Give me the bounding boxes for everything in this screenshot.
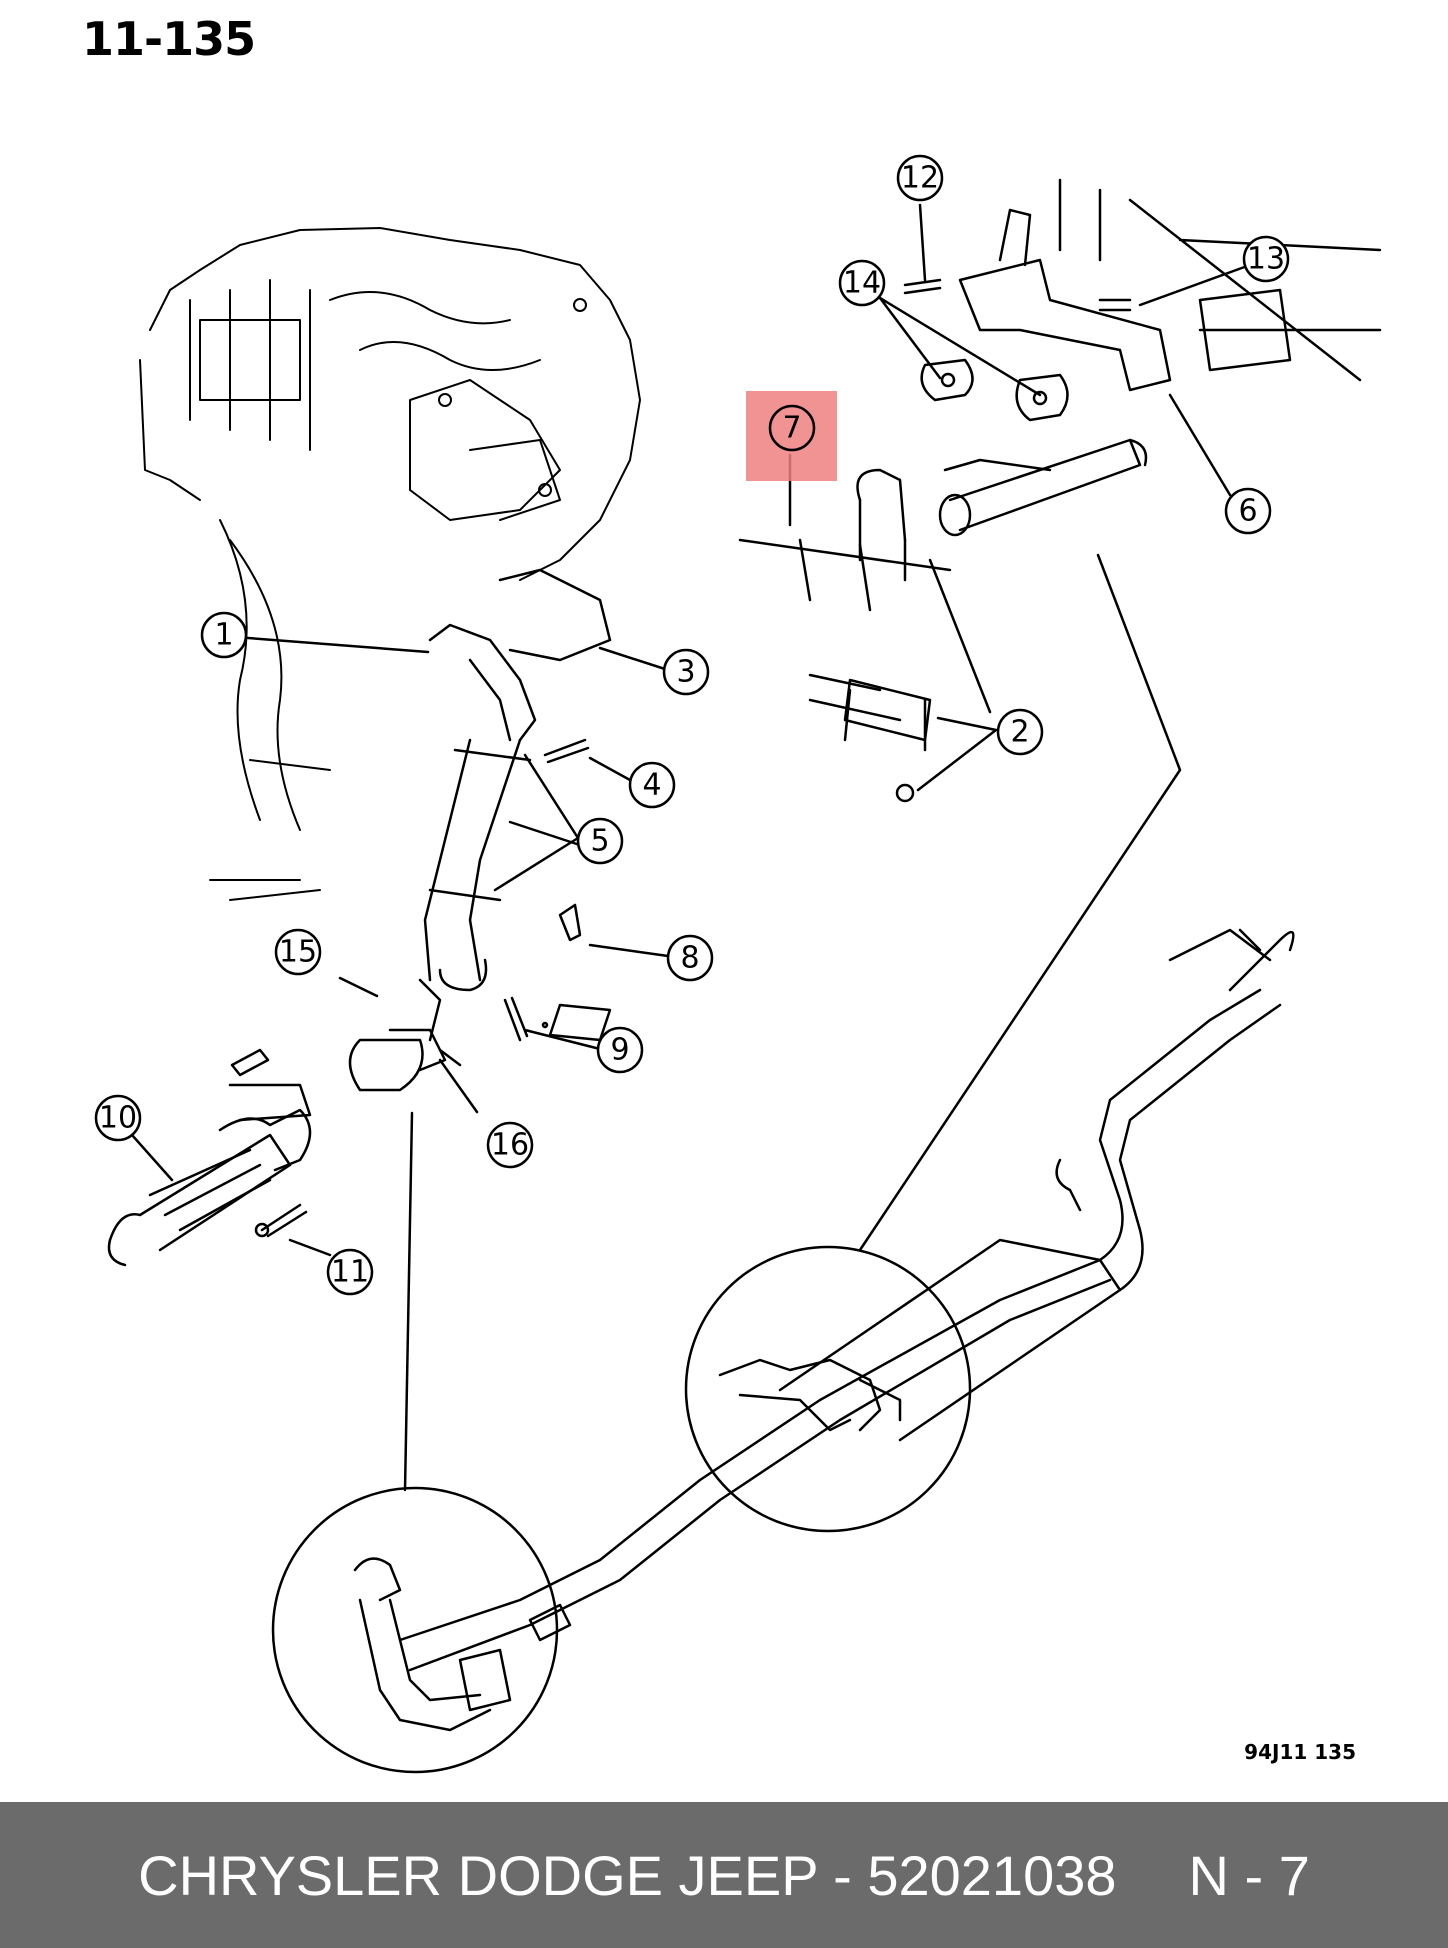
figure-code: 94J11 135 <box>1244 1740 1356 1764</box>
svg-text:2: 2 <box>1010 715 1029 750</box>
footer-bar: CHRYSLER DODGE JEEP - 52021038 N - 7 <box>0 1802 1448 1948</box>
callout-11: 11 <box>326 1248 374 1296</box>
svg-text:6: 6 <box>1238 494 1257 529</box>
callout-7: 7 <box>768 404 816 452</box>
svg-text:13: 13 <box>1247 242 1285 277</box>
callout-4: 4 <box>628 761 676 809</box>
callout-8: 8 <box>666 934 714 982</box>
exhaust-pipe-run-illustration <box>398 928 1295 1672</box>
catalytic-converter-illustration <box>348 978 549 1092</box>
engine-illustration <box>139 227 641 901</box>
exhaust-system-diagram: 1 2 3 4 5 6 7 8 9 10 11 12 13 14 15 16 <box>94 154 1382 1774</box>
callout-14: 14 <box>838 259 886 307</box>
svg-text:4: 4 <box>642 768 661 803</box>
detail-circle-upper <box>684 553 1182 1533</box>
part-number-text: CHRYSLER DODGE JEEP - 52021038 <box>138 1843 1117 1907</box>
callout-2: 2 <box>996 708 1044 756</box>
svg-text:7: 7 <box>782 411 801 446</box>
leader-lines <box>130 203 1252 1257</box>
reference-text: N - 7 <box>1188 1843 1310 1907</box>
callout-10: 10 <box>94 1094 142 1142</box>
svg-text:8: 8 <box>680 941 699 976</box>
fasteners-illustration <box>230 278 1132 1238</box>
callout-5: 5 <box>576 817 624 865</box>
svg-text:9: 9 <box>610 1033 629 1068</box>
page-number: 11-135 <box>82 12 256 66</box>
svg-text:3: 3 <box>676 655 695 690</box>
svg-text:14: 14 <box>843 266 881 301</box>
svg-text:12: 12 <box>901 161 939 196</box>
callout-15: 15 <box>274 928 322 976</box>
svg-text:15: 15 <box>279 935 317 970</box>
svg-text:11: 11 <box>331 1255 369 1290</box>
svg-text:1: 1 <box>214 618 233 653</box>
detail-circle-lower <box>271 1111 559 1774</box>
svg-text:10: 10 <box>99 1101 137 1136</box>
callout-markers: 1 2 3 4 5 6 7 8 9 10 11 12 13 14 15 16 <box>94 154 1290 1296</box>
flex-pipe-illustration <box>107 1083 312 1267</box>
callout-16: 16 <box>486 1121 534 1169</box>
svg-text:5: 5 <box>590 824 609 859</box>
callout-13: 13 <box>1242 235 1290 283</box>
muffler-clamp-illustration <box>738 438 1148 752</box>
svg-text:16: 16 <box>491 1128 529 1163</box>
callout-1: 1 <box>200 611 248 659</box>
callout-9: 9 <box>596 1026 644 1074</box>
callout-12: 12 <box>896 154 944 202</box>
callout-6: 6 <box>1224 487 1272 535</box>
callout-3: 3 <box>662 648 710 696</box>
downpipe-illustration <box>423 568 612 1042</box>
